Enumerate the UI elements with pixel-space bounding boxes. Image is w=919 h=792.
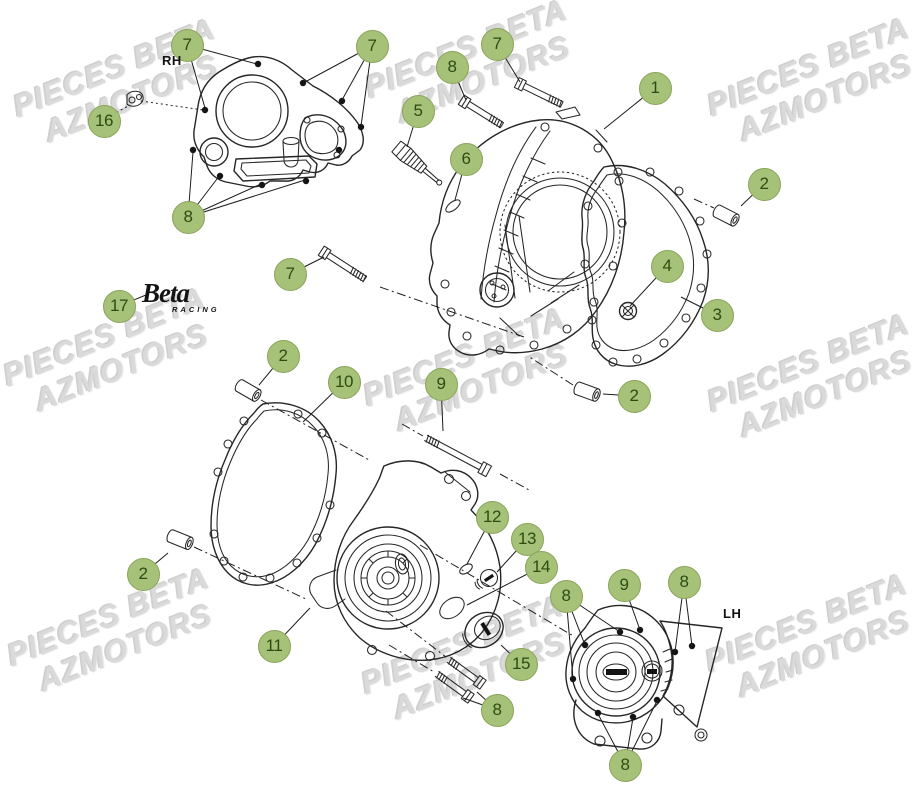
callout-7[interactable]: 7	[273, 257, 307, 291]
callout-14[interactable]: 14	[524, 550, 558, 584]
callout-11[interactable]: 11	[257, 629, 291, 663]
callout-8[interactable]: 8	[608, 748, 642, 782]
callout-8[interactable]: 8	[549, 579, 583, 613]
label-lh: LH	[723, 606, 742, 621]
beta-racing-logo: Beta RACING	[142, 280, 220, 314]
callout-4[interactable]: 4	[650, 249, 684, 283]
callout-8[interactable]: 8	[667, 565, 701, 599]
callout-2[interactable]: 2	[126, 557, 160, 591]
callout-8[interactable]: 8	[171, 200, 205, 234]
callout-16[interactable]: 16	[87, 104, 121, 138]
callout-9[interactable]: 9	[607, 568, 641, 602]
callout-8[interactable]: 8	[435, 50, 469, 84]
callout-5[interactable]: 5	[401, 94, 435, 128]
stator-cover-drawing	[273, 460, 576, 711]
clutch-cover-drawing	[428, 87, 656, 356]
lh-cover-drawing	[565, 581, 723, 766]
beta-logo-text: Beta	[142, 278, 190, 308]
callout-8[interactable]: 8	[480, 693, 514, 727]
bolts-and-sensor-drawing	[289, 43, 564, 492]
callout-15[interactable]: 15	[504, 647, 538, 681]
beta-logo-subtext: RACING	[172, 305, 220, 314]
callout-1[interactable]: 1	[638, 71, 672, 105]
callout-7[interactable]: 7	[355, 29, 389, 63]
callout-10[interactable]: 10	[327, 365, 361, 399]
callout-17[interactable]: 17	[102, 289, 136, 323]
callout-7[interactable]: 7	[480, 27, 514, 61]
label-rh: RH	[162, 53, 182, 68]
callout-3[interactable]: 3	[700, 298, 734, 332]
callout-2[interactable]: 2	[266, 339, 300, 373]
callout-13[interactable]: 13	[510, 522, 544, 556]
callout-2[interactable]: 2	[617, 379, 651, 413]
callout-6[interactable]: 6	[449, 142, 483, 176]
rh-cover-drawing	[111, 44, 373, 218]
callout-12[interactable]: 12	[475, 500, 509, 534]
callout-9[interactable]: 9	[424, 367, 458, 401]
callout-2[interactable]: 2	[747, 167, 781, 201]
callout-7[interactable]: 7	[170, 28, 204, 62]
